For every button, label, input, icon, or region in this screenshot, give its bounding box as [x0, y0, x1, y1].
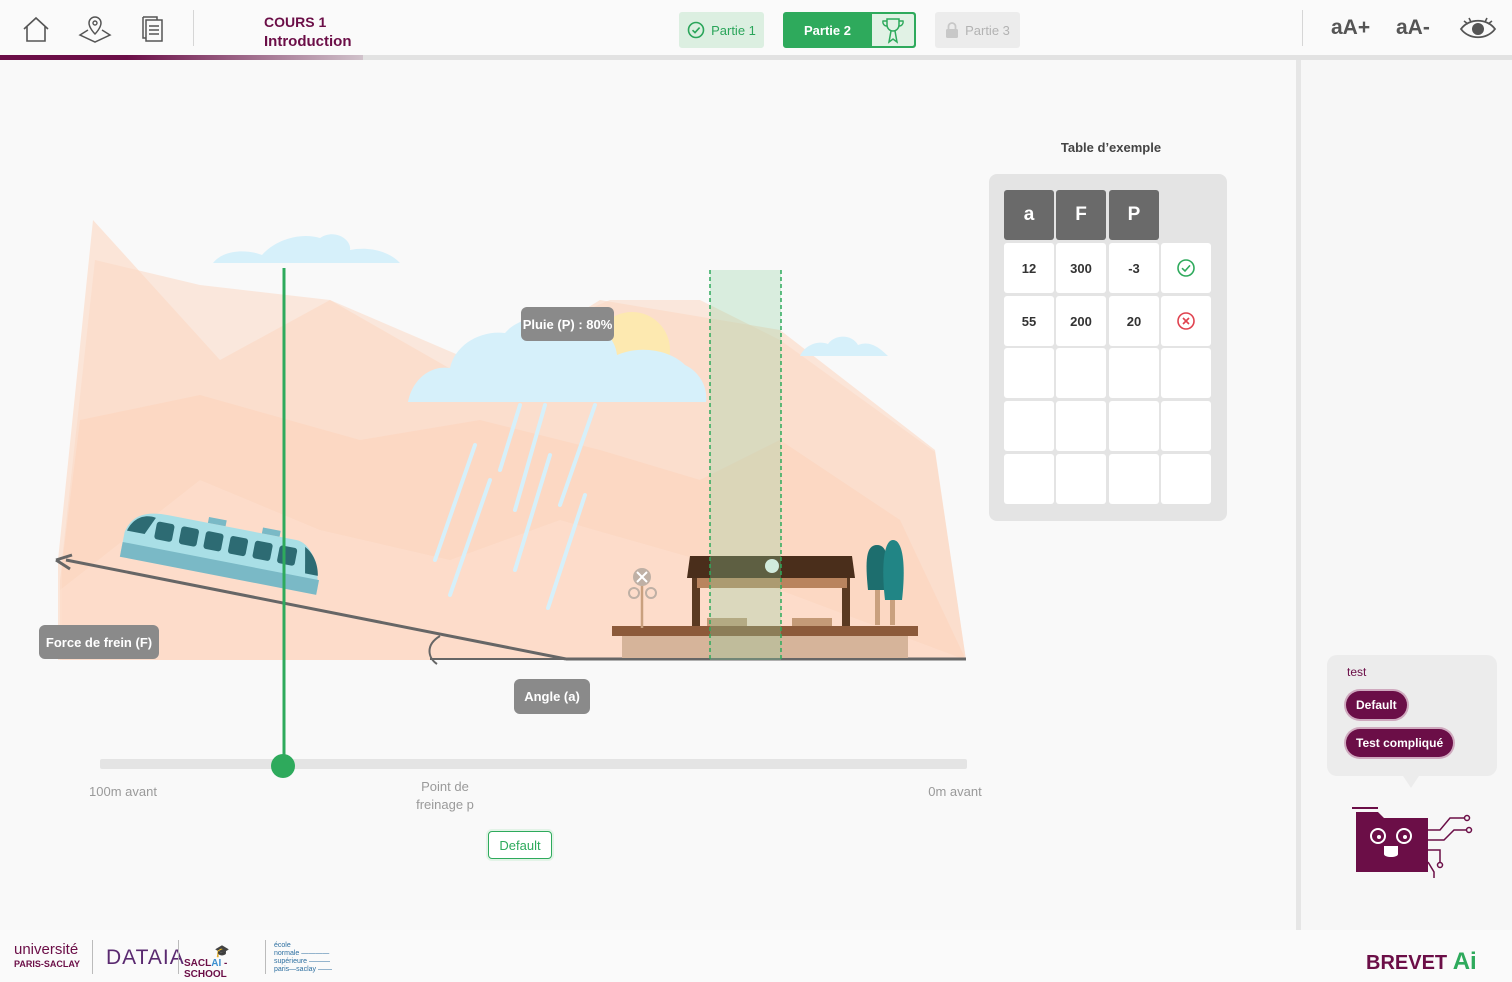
slider-start-label: 100m avant	[89, 784, 157, 799]
course-label: COURS 1	[264, 14, 327, 30]
rain-cloud-icon	[408, 317, 707, 610]
divider	[265, 940, 266, 974]
default-button[interactable]: Default	[488, 831, 552, 859]
slider-middle-line1: Point de	[421, 779, 469, 794]
table-cell: 20	[1109, 296, 1159, 346]
robot-mascot-icon	[1352, 807, 1473, 878]
table-status-cell	[1161, 348, 1211, 398]
slider-middle-label: Point de freinage p	[400, 778, 490, 814]
top-bar: COURS 1 Introduction Partie 1 Partie 2 P…	[0, 0, 1512, 56]
tree-icon	[866, 540, 904, 625]
table-cell	[1004, 454, 1054, 504]
rain-label: Pluie (P) : 80%	[521, 307, 614, 341]
check-circle-icon	[687, 21, 705, 39]
divider	[193, 10, 194, 46]
document-icon[interactable]	[136, 12, 170, 46]
map-icon[interactable]	[78, 12, 112, 46]
angle-label: Angle (a)	[514, 679, 590, 714]
tab-label: Partie 2	[804, 22, 851, 38]
x-circle-icon	[1177, 312, 1195, 330]
table-cell	[1004, 401, 1054, 451]
table-header-p: P	[1109, 190, 1159, 240]
signal-icon	[628, 568, 657, 628]
table-status-cell	[1161, 454, 1211, 504]
simulation-scene	[55, 220, 967, 778]
divider	[1302, 10, 1303, 46]
font-increase-button[interactable]: aA+	[1331, 16, 1371, 39]
brand-accent: Ai	[1452, 948, 1477, 975]
force-label: Force de frein (F)	[39, 625, 159, 659]
table-cell: -3	[1109, 243, 1159, 293]
tab-partie-2[interactable]: Partie 2	[783, 12, 916, 48]
table-header-f: F	[1056, 190, 1106, 240]
tab-partie-1[interactable]: Partie 1	[679, 12, 764, 48]
table-cell	[1109, 454, 1159, 504]
tab-label: Partie 3	[965, 22, 1010, 38]
trophy-icon	[872, 14, 914, 46]
station-icon	[612, 556, 918, 658]
table-cell: 300	[1056, 243, 1106, 293]
assistant-test-button[interactable]: Test compliqué	[1346, 729, 1454, 757]
font-decrease-button[interactable]: aA-	[1396, 16, 1430, 39]
course-subtitle: Introduction	[264, 33, 352, 50]
logo-dataia: DATAIA	[106, 946, 185, 969]
footer: université PARIS-SACLAY DATAIA 🎓 SACLAI …	[0, 930, 1512, 982]
table-cell: 55	[1004, 296, 1054, 346]
example-table: a F P 12 300 -3 55 200 20	[989, 174, 1227, 521]
brand-text: BREVET	[1366, 952, 1448, 974]
slider-track[interactable]	[100, 759, 967, 769]
table-status-cell	[1161, 296, 1211, 346]
table-cell	[1056, 401, 1106, 451]
logo-universite-paris-saclay: université PARIS-SACLAY	[14, 941, 81, 969]
table-cell	[1056, 454, 1106, 504]
table-cell: 200	[1056, 296, 1106, 346]
eye-icon[interactable]	[1458, 12, 1498, 46]
divider	[178, 940, 179, 974]
table-header-a: a	[1004, 190, 1054, 240]
table-cell	[1004, 348, 1054, 398]
table-cell	[1056, 348, 1106, 398]
arrow-left-icon	[55, 553, 73, 571]
tab-partie-3[interactable]: Partie 3	[935, 12, 1020, 48]
assistant-default-button[interactable]: Default	[1346, 691, 1407, 719]
slider-middle-line2: freinage p	[416, 797, 474, 812]
course-progress-bar	[0, 55, 1512, 60]
table-status-cell	[1161, 401, 1211, 451]
course-progress-fill	[0, 55, 363, 60]
table-cell: 12	[1004, 243, 1054, 293]
slider-end-label: 0m avant	[928, 784, 982, 799]
cloud-icon	[800, 336, 888, 356]
train-icon	[119, 513, 320, 595]
logo-saclai-school: 🎓 SACLAI - SCHOOL	[184, 944, 230, 980]
course-title: COURS 1 Introduction	[264, 12, 351, 52]
home-icon[interactable]	[19, 12, 53, 46]
target-zone	[710, 270, 781, 660]
check-circle-icon	[1177, 259, 1195, 277]
table-title: Table d’exemple	[1060, 140, 1162, 155]
slider-handle[interactable]	[271, 754, 295, 778]
slope-line	[65, 558, 567, 661]
lock-icon	[946, 22, 959, 38]
brand-logo: BREVET Ai	[1366, 948, 1477, 976]
cloud-icon	[213, 234, 400, 263]
table-cell	[1109, 348, 1159, 398]
angle-arc	[428, 635, 441, 665]
table-cell	[1109, 401, 1159, 451]
assistant-bubble: test Default Test compliqué	[1327, 655, 1497, 788]
assistant-label: test	[1347, 665, 1367, 679]
table-status-cell	[1161, 243, 1211, 293]
tab-label: Partie 1	[711, 22, 756, 38]
divider	[92, 940, 93, 974]
mountain-background	[58, 220, 966, 660]
